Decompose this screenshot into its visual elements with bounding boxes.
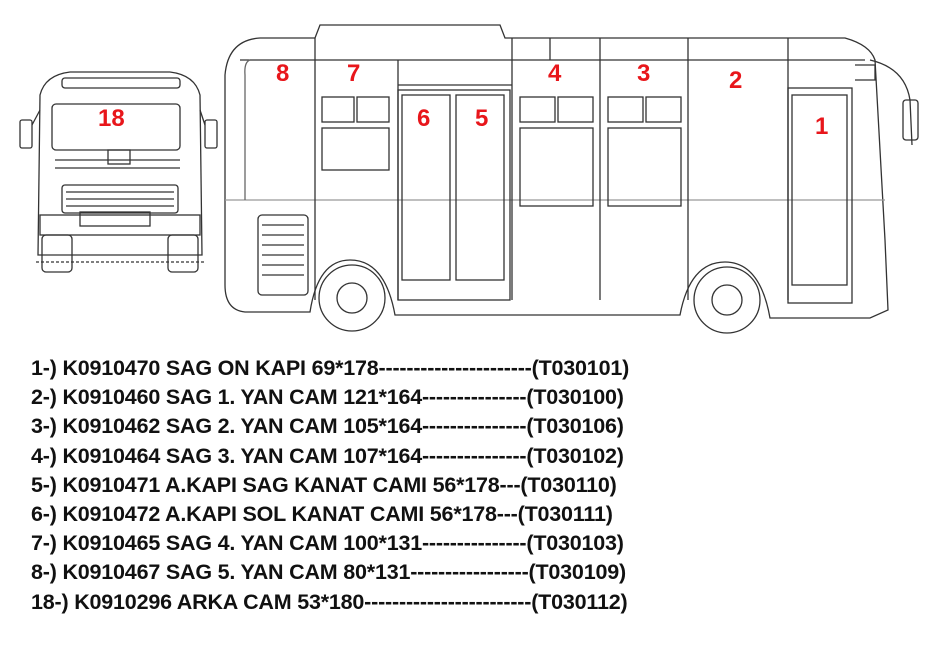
front-door-window-1 bbox=[791, 94, 848, 286]
bus-rear-view bbox=[19, 71, 218, 273]
callout-2: 2 bbox=[729, 67, 743, 94]
callout-18: 18 bbox=[98, 105, 125, 132]
part-item-4: 4-) K0910464 SAG 3. YAN CAM 107*164-----… bbox=[31, 443, 624, 468]
door-window-5 bbox=[455, 94, 505, 281]
parts-list: 1-) K0910470 SAG ON KAPI 69*178---------… bbox=[31, 354, 629, 617]
callout-4: 4 bbox=[548, 60, 562, 87]
part-item-3: 3-) K0910462 SAG 2. YAN CAM 105*164-----… bbox=[31, 414, 624, 439]
part-item-1: 1-) K0910470 SAG ON KAPI 69*178---------… bbox=[31, 356, 630, 380]
door-window-6 bbox=[401, 94, 451, 281]
callout-6: 6 bbox=[417, 105, 431, 132]
part-item-5: 5-) K0910471 A.KAPI SAG KANAT CAMI 56*17… bbox=[31, 472, 617, 497]
callout-8: 8 bbox=[276, 60, 290, 87]
callout-1: 1 bbox=[815, 113, 829, 140]
rear-right-mirror bbox=[204, 119, 218, 149]
callout-7: 7 bbox=[347, 60, 361, 87]
bus-line-drawing bbox=[19, 24, 919, 334]
part-item-2: 2-) K0910460 SAG 1. YAN CAM 121*164-----… bbox=[31, 385, 624, 410]
bus-side-view bbox=[224, 24, 919, 334]
side-mirror bbox=[902, 99, 919, 141]
rear-left-mirror bbox=[19, 119, 33, 149]
part-item-18: 18-) K0910296 ARKA CAM 53*180-----------… bbox=[31, 589, 628, 614]
callout-3: 3 bbox=[637, 60, 651, 87]
part-item-6: 6-) K0910472 A.KAPI SOL KANAT CAMI 56*17… bbox=[31, 502, 613, 527]
part-item-8: 8-) K0910467 SAG 5. YAN CAM 80*131------… bbox=[31, 560, 626, 585]
part-item-7: 7-) K0910465 SAG 4. YAN CAM 100*131-----… bbox=[31, 531, 624, 556]
callout-5: 5 bbox=[475, 105, 489, 132]
